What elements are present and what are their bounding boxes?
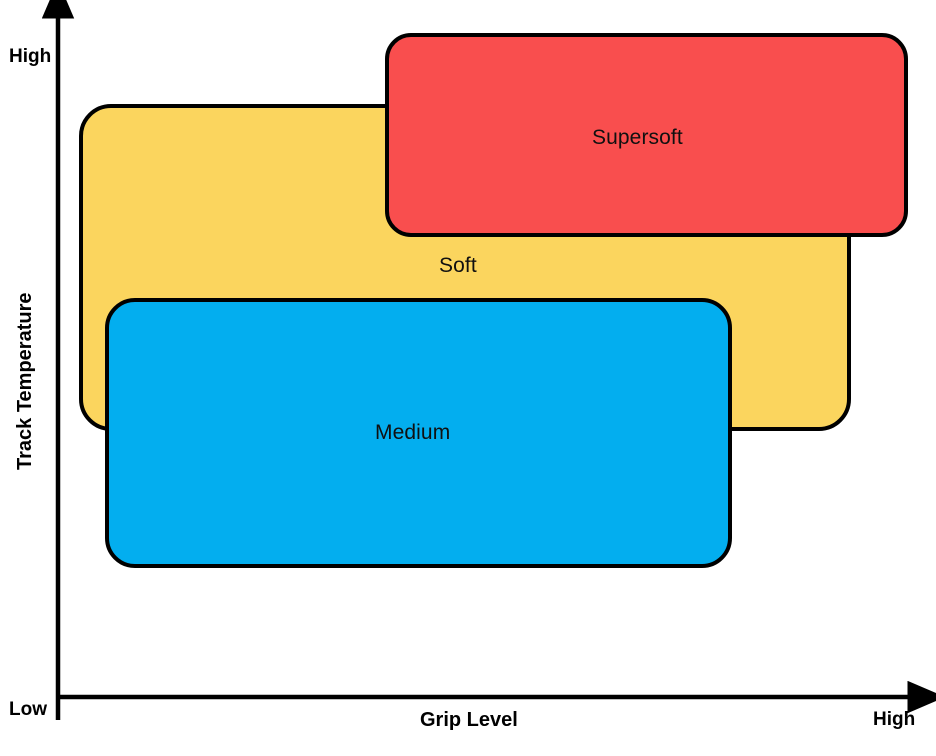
y-axis-title: Track Temperature xyxy=(14,292,36,471)
zone-label-supersoft: Supersoft xyxy=(592,126,683,149)
zone-label-soft: Soft xyxy=(439,254,477,277)
zone-medium xyxy=(105,298,732,568)
zone-label-medium: Medium xyxy=(375,421,451,444)
y-axis-low-label: Low xyxy=(9,699,47,720)
x-axis-high-label: High xyxy=(873,709,916,730)
zone-supersoft xyxy=(385,33,908,237)
y-axis-high-label: High xyxy=(9,46,52,67)
x-axis-title: Grip Level xyxy=(420,709,518,731)
